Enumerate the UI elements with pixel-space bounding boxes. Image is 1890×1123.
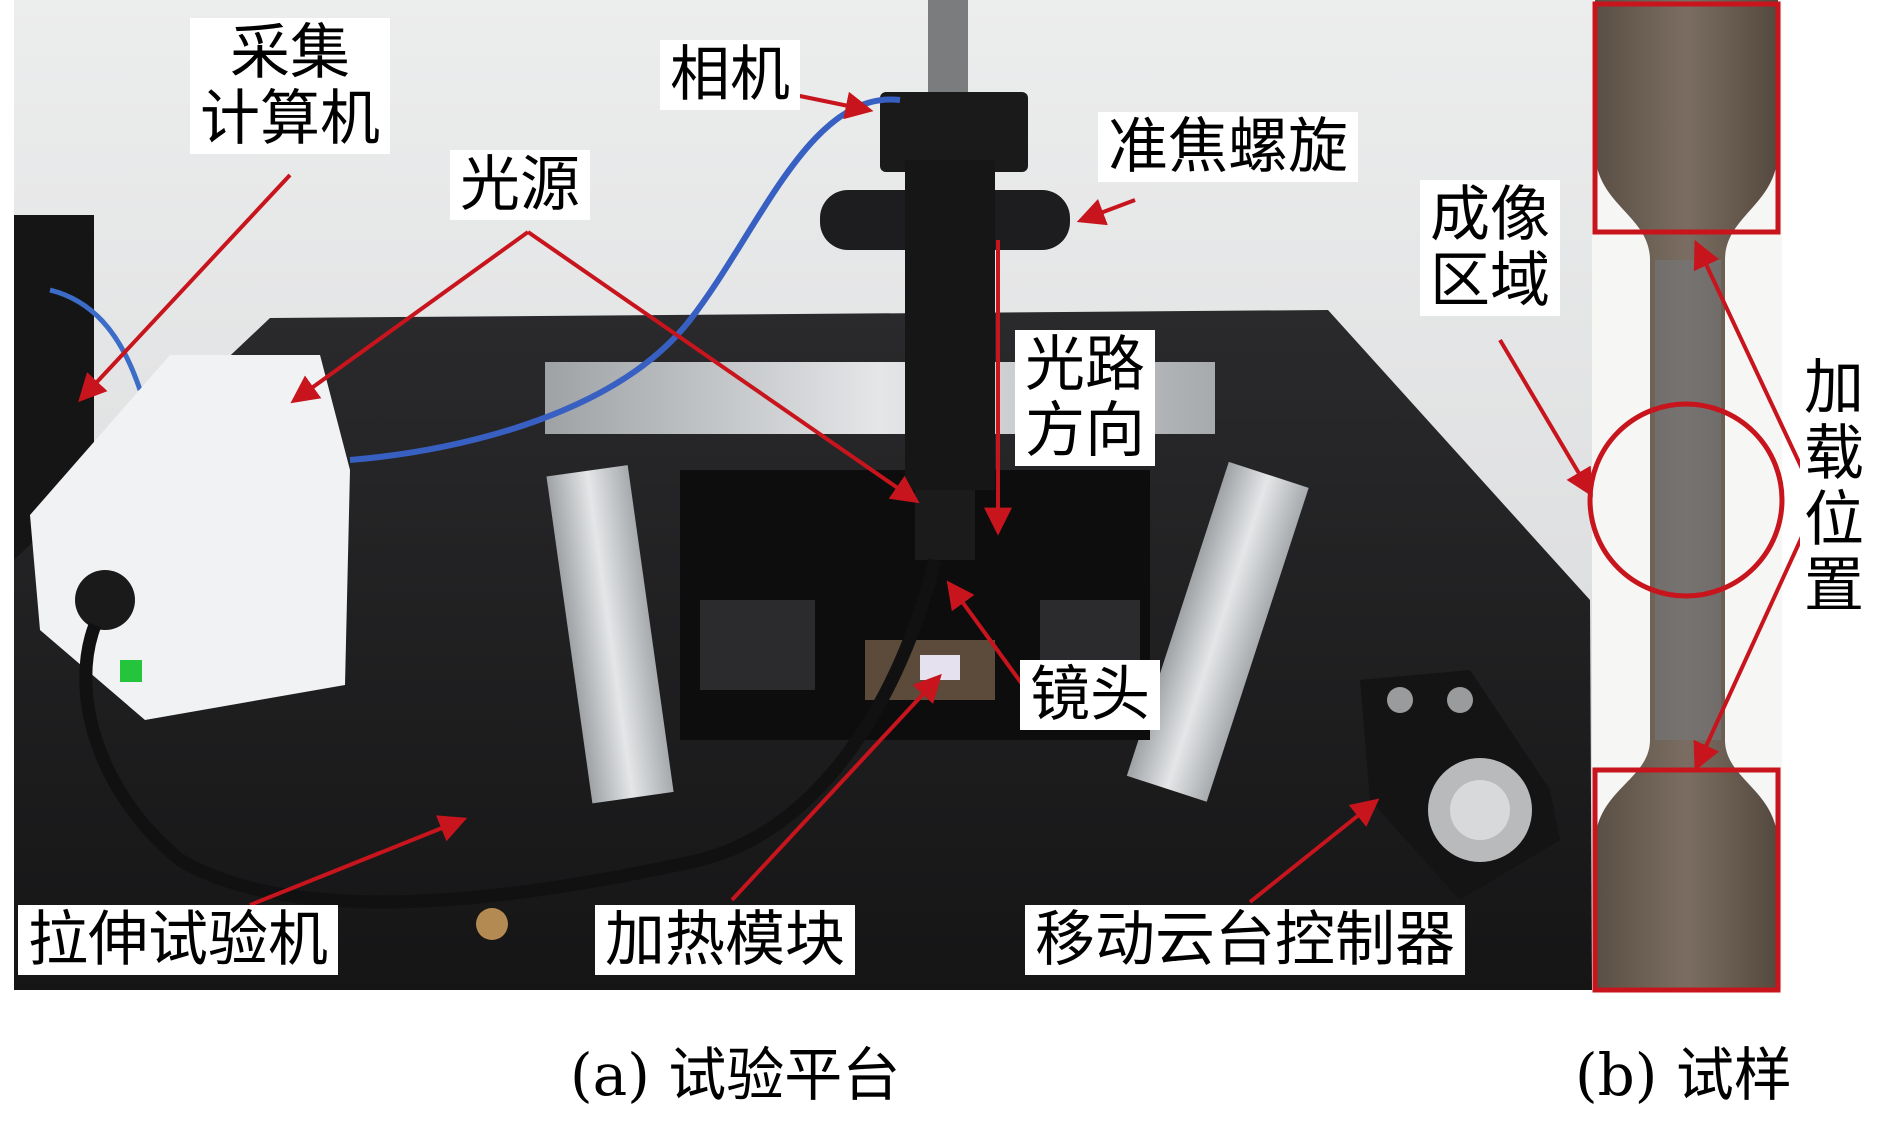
caption-b: (b) 试样 bbox=[1575, 1041, 1792, 1109]
bottom-grip-box bbox=[1592, 767, 1781, 993]
label-light-source: 光源 bbox=[450, 150, 590, 220]
arrow-load-top bbox=[1693, 239, 1807, 476]
arrow-load-bottom bbox=[1693, 529, 1807, 772]
camera-body bbox=[880, 92, 1028, 172]
arrow-heating bbox=[730, 673, 942, 902]
label-loading-char-4: 置 bbox=[1804, 551, 1864, 621]
lens-tube bbox=[905, 160, 995, 490]
arrow-light-right bbox=[526, 230, 920, 504]
label-stage-controller: 移动云台控制器 bbox=[1025, 905, 1465, 975]
label-loading-char-2: 载 bbox=[1804, 419, 1864, 489]
label-collect-line2: 计算机 bbox=[200, 84, 380, 154]
annotation-arrows bbox=[78, 91, 1807, 907]
rail-left bbox=[546, 465, 674, 804]
label-optical-line2: 方向 bbox=[1025, 396, 1145, 466]
arrow-light-left bbox=[290, 230, 530, 404]
caption-a: (a) 试验平台 bbox=[570, 1041, 901, 1109]
arrow-camera bbox=[794, 91, 874, 120]
arrow-lens bbox=[946, 580, 1032, 697]
label-heating-module: 加热模块 bbox=[595, 905, 855, 975]
label-loading-char-3: 位 bbox=[1804, 485, 1864, 555]
arrow-tensile bbox=[249, 815, 468, 907]
label-tensile-machine: 拉伸试验机 bbox=[18, 905, 338, 975]
arrow-computer bbox=[78, 173, 292, 403]
specimen-photo bbox=[1587, 0, 1785, 993]
label-collect-line1: 采集 bbox=[230, 18, 350, 88]
arrow-imaging bbox=[1498, 338, 1593, 497]
label-imaging-line2: 区域 bbox=[1430, 246, 1550, 316]
top-grip-box bbox=[1592, 1, 1781, 235]
specimen-gauge bbox=[1655, 260, 1721, 740]
label-loading-char-1: 加 bbox=[1804, 353, 1864, 423]
label-optical-line1: 光路 bbox=[1025, 330, 1145, 400]
label-focus-screw: 准焦螺旋 bbox=[1098, 112, 1358, 182]
label-imaging-area: 成像 区域 bbox=[1420, 180, 1560, 316]
label-optical-path: 光路 方向 bbox=[1015, 330, 1155, 466]
label-collect-computer: 采集 计算机 bbox=[190, 18, 390, 154]
imaging-area-circle bbox=[1587, 401, 1785, 599]
arrow-focus bbox=[1076, 198, 1136, 226]
label-lens: 镜头 bbox=[1020, 660, 1160, 730]
label-loading-position: 加 载 位 置 bbox=[1800, 355, 1868, 619]
arrow-controller bbox=[1248, 798, 1380, 904]
rail-right bbox=[1126, 461, 1309, 802]
label-camera: 相机 bbox=[660, 40, 800, 110]
label-imaging-line1: 成像 bbox=[1430, 180, 1550, 250]
